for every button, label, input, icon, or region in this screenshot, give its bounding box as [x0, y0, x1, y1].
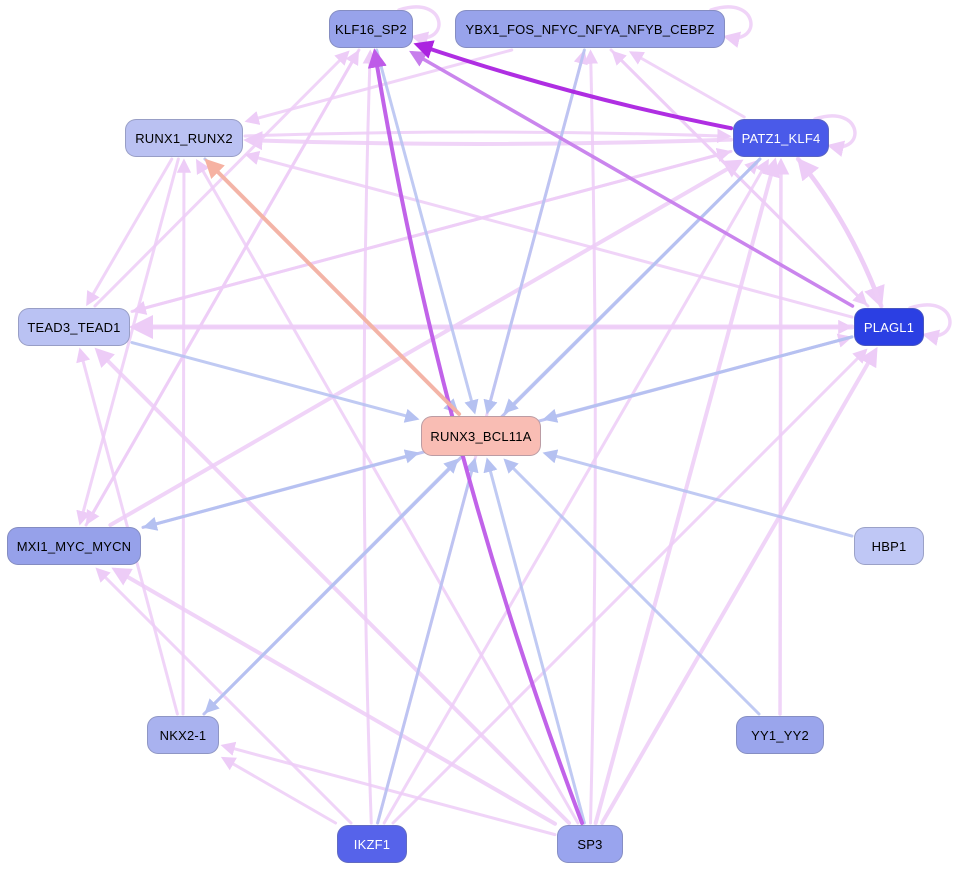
edge-RUNX1_RUNX2-TEAD3_TEAD1 [86, 157, 174, 307]
edge-RUNX1_RUNX2-MXI1_MYC_MYCN [76, 157, 180, 526]
edge-YY1_YY2-RUNX3_BCL11A [503, 458, 761, 716]
edge-IKZF1-PLAGL1 [391, 348, 868, 825]
node-runx3-bcl11a[interactable]: RUNX3_BCL11A [421, 416, 541, 456]
node-label-ybx1: YBX1_FOS_NFYC_NFYA_NFYB_CEBPZ [465, 21, 715, 37]
edge-YY1_YY2-PATZ1_KLF4 [772, 157, 790, 716]
node-label-nkx2-1: NKX2-1 [159, 727, 207, 743]
edge-IKZF1-KLF16_SP2 [362, 49, 378, 825]
edge-IKZF1-NKX2-1 [220, 756, 338, 825]
edge-TEAD3_TEAD1-RUNX3_BCL11A [130, 341, 420, 423]
edge-YBX1_FOS_NFYC_NFYA_NFYB_CEBPZ-self [709, 5, 753, 48]
edge-HBP1-RUNX3_BCL11A [542, 449, 854, 538]
node-label-runx1-runx2: RUNX1_RUNX2 [135, 130, 233, 146]
node-ikzf1[interactable]: IKZF1 [337, 825, 407, 863]
edge-RUNX1_RUNX2-PATZ1_KLF4 [243, 128, 732, 144]
edge-MXI1_MYC_MYCN-KLF16_SP2 [84, 49, 360, 527]
edge-SP3-TEAD3_TEAD1 [94, 347, 572, 825]
edge-SP3-RUNX1_RUNX2 [196, 158, 580, 825]
edge-PLAGL1-PATZ1_KLF4 [797, 157, 884, 309]
edge-KLF16_SP2-self [397, 5, 441, 48]
edge-SP3-MXI1_MYC_MYCN [111, 567, 557, 826]
node-label-hbp1: HBP1 [871, 538, 907, 554]
edge-SP3-PLAGL1 [600, 346, 878, 825]
node-yy1-yy2[interactable]: YY1_YY2 [736, 716, 824, 754]
node-runx1-runx2[interactable]: RUNX1_RUNX2 [125, 119, 243, 157]
edge-RUNX3_BCL11A-RUNX1_RUNX2 [204, 158, 462, 416]
node-label-tead3-tead1: TEAD3_TEAD1 [27, 319, 121, 335]
edge-KLF16_SP2-RUNX3_BCL11A [375, 48, 479, 415]
edge-PLAGL1-self [908, 303, 952, 346]
edge-PATZ1_KLF4-self [813, 114, 857, 157]
node-label-mxi1-myc-mycn: MXI1_MYC_MYCN [16, 538, 132, 554]
edge-MXI1_MYC_MYCN-PATZ1_KLF4 [108, 159, 744, 527]
edge-SP3-NKX2-1 [220, 741, 557, 837]
node-sp3[interactable]: SP3 [557, 825, 623, 863]
node-mxi1-myc-mycn[interactable]: MXI1_MYC_MYCN [7, 527, 141, 565]
node-klf16-sp2[interactable]: KLF16_SP2 [329, 10, 413, 48]
node-label-runx3-bcl11a: RUNX3_BCL11A [430, 428, 532, 444]
edge-IKZF1-MXI1_MYC_MYCN [95, 567, 353, 825]
edge-PATZ1_KLF4-YBX1_FOS_NFYC_NFYA_NFYB_CEBPZ [628, 51, 746, 119]
edge-PATZ1_KLF4-KLF16_SP2 [413, 40, 733, 131]
node-label-ikzf1: IKZF1 [353, 836, 391, 852]
edge-YBX1_FOS_NFYC_NFYA_NFYB_CEBPZ-RUNX3_BCL11A [483, 48, 586, 415]
edge-SP3-YBX1_FOS_NFYC_NFYA_NFYB_CEBPZ [583, 49, 599, 825]
edge-SP3-RUNX3_BCL11A [483, 457, 586, 825]
node-nkx2-1[interactable]: NKX2-1 [147, 716, 219, 754]
node-label-klf16-sp2: KLF16_SP2 [335, 21, 407, 37]
edge-IKZF1-RUNX3_BCL11A [376, 457, 479, 825]
node-label-sp3: SP3 [577, 836, 603, 852]
node-ybx1-fos-nfyc-nfya-nfyb-cebpz[interactable]: YBX1_FOS_NFYC_NFYA_NFYB_CEBPZ [455, 10, 725, 48]
edge-TEAD3_TEAD1-KLF16_SP2 [93, 50, 350, 308]
node-label-plagl1: PLAGL1 [863, 319, 915, 335]
node-hbp1[interactable]: HBP1 [854, 527, 924, 565]
edge-PLAGL1-KLF16_SP2 [409, 50, 855, 308]
node-plagl1[interactable]: PLAGL1 [854, 308, 924, 346]
node-label-patz1-klf4: PATZ1_KLF4 [741, 130, 821, 146]
node-tead3-tead1[interactable]: TEAD3_TEAD1 [18, 308, 130, 346]
node-patz1-klf4[interactable]: PATZ1_KLF4 [733, 119, 829, 157]
edge-PATZ1_KLF4-RUNX1_RUNX2 [243, 131, 733, 151]
edge-IKZF1-PATZ1_KLF4 [382, 158, 769, 825]
node-label-yy1-yy2: YY1_YY2 [751, 727, 809, 743]
edge-PLAGL1-RUNX1_RUNX2 [244, 150, 854, 319]
